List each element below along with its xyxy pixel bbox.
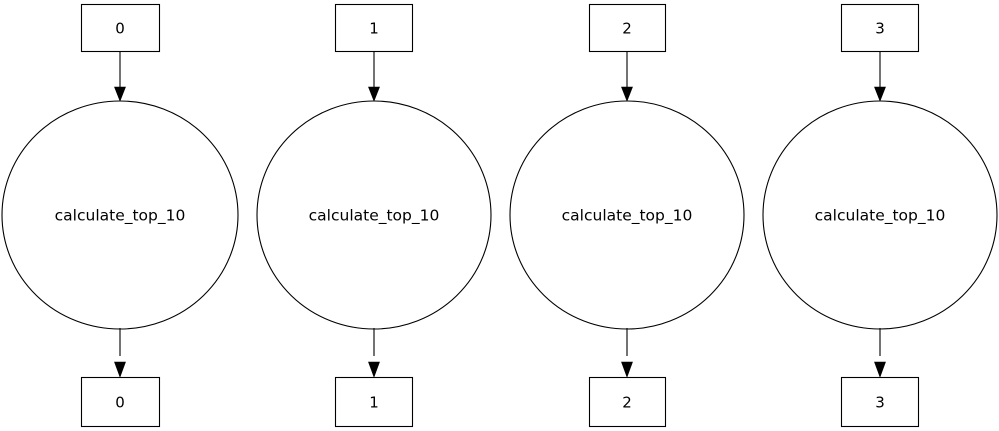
input-box-2[interactable] bbox=[588, 3, 667, 53]
input-box-1-label: 1 bbox=[369, 20, 379, 38]
arrowhead-input-to-task-1 bbox=[368, 86, 380, 102]
graph-column-0: 0 calculate_top_10 0 bbox=[1, 3, 239, 428]
task-ellipse-0-label: calculate_top_10 bbox=[55, 207, 186, 226]
arrowhead-input-to-task-0 bbox=[114, 86, 126, 102]
input-box-2-label: 2 bbox=[622, 20, 632, 38]
arrowhead-task-to-output-2 bbox=[621, 361, 633, 378]
input-box-3-label: 3 bbox=[875, 20, 885, 38]
output-box-2-label: 2 bbox=[622, 394, 632, 412]
arrowhead-task-to-output-3 bbox=[874, 361, 886, 378]
input-box-0-label: 0 bbox=[115, 20, 125, 38]
input-box-0[interactable] bbox=[80, 3, 161, 53]
graph-column-1: 1 calculate_top_10 1 bbox=[256, 3, 492, 428]
output-box-3-label: 3 bbox=[875, 394, 885, 412]
output-box-1-label: 1 bbox=[369, 394, 379, 412]
graph-column-3: 3 calculate_top_10 3 bbox=[762, 3, 998, 428]
arrowhead-task-to-output-0 bbox=[114, 361, 126, 378]
task-ellipse-3-label: calculate_top_10 bbox=[815, 207, 946, 226]
output-box-0-label: 0 bbox=[115, 394, 125, 412]
output-box-2[interactable] bbox=[588, 376, 667, 428]
arrowhead-input-to-task-2 bbox=[621, 86, 633, 102]
output-box-1[interactable] bbox=[334, 376, 414, 428]
graph-column-2: 2 calculate_top_10 2 bbox=[509, 3, 745, 428]
task-ellipse-2-label: calculate_top_10 bbox=[562, 207, 693, 226]
output-box-0[interactable] bbox=[80, 376, 161, 428]
output-box-3[interactable] bbox=[840, 376, 920, 428]
arrowhead-input-to-task-3 bbox=[874, 86, 886, 102]
arrowhead-task-to-output-1 bbox=[368, 361, 380, 378]
input-box-1[interactable] bbox=[334, 3, 414, 53]
task-ellipse-1-label: calculate_top_10 bbox=[309, 207, 440, 226]
